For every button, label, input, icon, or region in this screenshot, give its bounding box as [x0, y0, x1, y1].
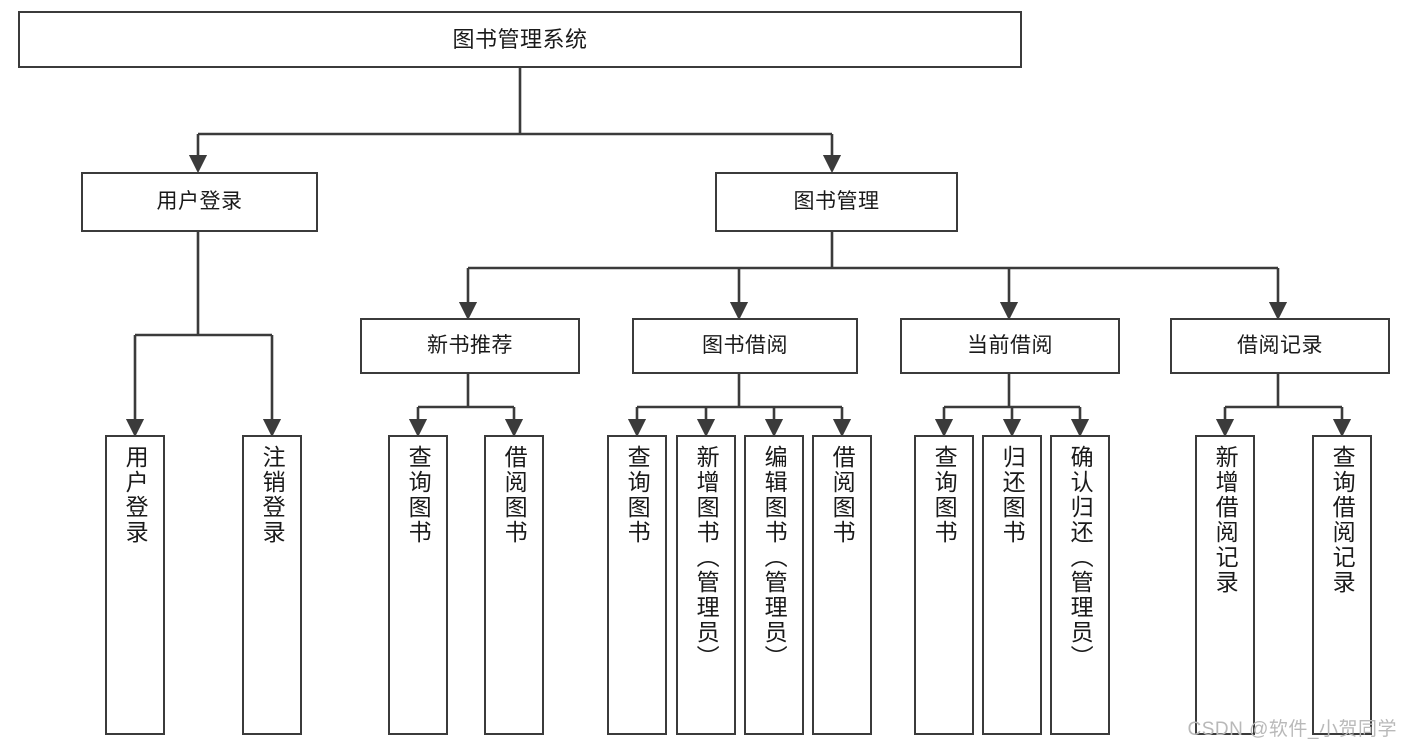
node-new-book-recommend[interactable]: 新书推荐 [360, 318, 580, 374]
node-label: 新增图书（管理员） [693, 445, 720, 670]
node-label: 用户登录 [156, 189, 243, 213]
node-label: 注销登录 [259, 445, 286, 545]
leaf-recommend-borrow-book[interactable]: 借阅图书 [484, 435, 544, 735]
leaf-borrow-borrow-book[interactable]: 借阅图书 [812, 435, 872, 735]
leaf-current-query-book[interactable]: 查询图书 [914, 435, 974, 735]
node-label: 新增借阅记录 [1212, 445, 1239, 595]
node-label: 借阅图书 [501, 445, 528, 545]
node-label: 图书管理系统 [452, 26, 588, 52]
node-current-borrow[interactable]: 当前借阅 [900, 318, 1120, 374]
leaf-current-confirm-return-admin[interactable]: 确认归还（管理员） [1050, 435, 1110, 735]
leaf-user-login-login[interactable]: 用户登录 [105, 435, 165, 735]
node-label: 查询图书 [931, 445, 958, 545]
node-label: 当前借阅 [967, 333, 1053, 357]
csdn-watermark: CSDN @软件_小贺同学 [1187, 719, 1397, 740]
leaf-borrow-add-book-admin[interactable]: 新增图书（管理员） [676, 435, 736, 735]
node-label: 查询图书 [405, 445, 432, 545]
node-book-management[interactable]: 图书管理 [715, 172, 958, 232]
node-book-borrow[interactable]: 图书借阅 [632, 318, 858, 374]
node-label: 图书管理 [793, 189, 880, 213]
leaf-user-login-logout[interactable]: 注销登录 [242, 435, 302, 735]
node-user-login[interactable]: 用户登录 [81, 172, 318, 232]
node-label: 借阅图书 [829, 445, 856, 545]
node-label: 图书借阅 [702, 333, 788, 357]
leaf-borrow-edit-book-admin[interactable]: 编辑图书（管理员） [744, 435, 804, 735]
node-label: 借阅记录 [1237, 333, 1323, 357]
node-label: 确认归还（管理员） [1067, 445, 1094, 670]
leaf-borrow-query-book[interactable]: 查询图书 [607, 435, 667, 735]
node-label: 用户登录 [122, 445, 149, 545]
node-label: 查询借阅记录 [1329, 445, 1356, 595]
node-root-book-management-system[interactable]: 图书管理系统 [18, 11, 1022, 68]
node-label: 查询图书 [624, 445, 651, 545]
leaf-record-add-record[interactable]: 新增借阅记录 [1195, 435, 1255, 735]
leaf-record-query-record[interactable]: 查询借阅记录 [1312, 435, 1372, 735]
node-borrow-record[interactable]: 借阅记录 [1170, 318, 1390, 374]
leaf-recommend-query-book[interactable]: 查询图书 [388, 435, 448, 735]
node-label: 编辑图书（管理员） [761, 445, 788, 670]
node-label: 新书推荐 [427, 333, 513, 357]
leaf-current-return-book[interactable]: 归还图书 [982, 435, 1042, 735]
node-label: 归还图书 [999, 445, 1026, 545]
